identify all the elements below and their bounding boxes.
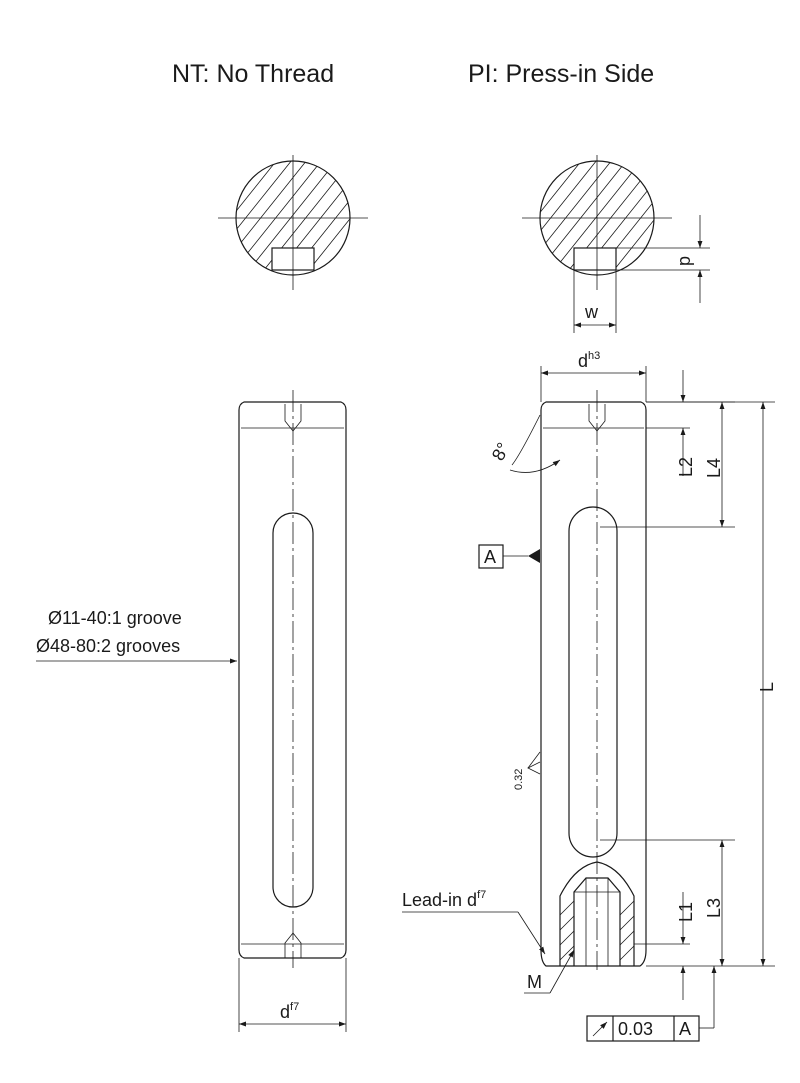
w-dimension: w [573, 270, 617, 333]
w-label: w [584, 302, 599, 322]
top-diameter-dimension: dh3 [540, 350, 647, 402]
groove-note-line2: Ø48-80:2 grooves [36, 636, 180, 656]
L1-label: L1 [676, 902, 696, 922]
L4-dimension: L4 [600, 401, 735, 528]
thread-M-label: M [527, 972, 542, 992]
L-dimension: L [646, 401, 777, 967]
tolerance-value: 0.03 [618, 1019, 653, 1039]
p-dimension: p [616, 215, 710, 303]
datum-A: A [478, 544, 540, 569]
L3-dimension: L3 [600, 839, 735, 966]
groove-note: Ø11-40:1 groove Ø48-80:2 grooves [36, 608, 237, 664]
tolerance-datum: A [679, 1019, 691, 1039]
title-no-thread: NT: No Thread [172, 60, 334, 88]
L2-label: L2 [676, 457, 696, 477]
right-section-hatching [540, 161, 654, 275]
right-cross-section [522, 155, 672, 290]
title-press-in-side: PI: Press-in Side [468, 60, 654, 88]
L1-dimension: L1 [634, 892, 696, 1000]
left-section-hatching [236, 161, 350, 275]
roughness-value: 0.32 [513, 769, 525, 790]
L-label: L [757, 682, 777, 692]
groove-note-line1: Ø11-40:1 groove [48, 608, 182, 628]
lead-in-label: Lead-in df7 [402, 889, 486, 910]
d-f7-label: df7 [280, 1001, 299, 1022]
p-label: p [674, 256, 694, 266]
L4-label: L4 [704, 458, 724, 478]
chamfer-angle: 8° [488, 414, 561, 473]
left-pin-view [238, 390, 347, 968]
left-cross-section [218, 155, 368, 290]
runout-tolerance-frame: 0.03 A [586, 966, 717, 1042]
surface-roughness-symbol: 0.32 [513, 751, 541, 790]
L3-label: L3 [704, 898, 724, 918]
datum-A-label: A [484, 547, 496, 567]
left-diameter-dimension: df7 [238, 958, 347, 1032]
thread-M-note: M [524, 949, 575, 994]
L2-dimension: L2 [646, 370, 696, 477]
angle-label: 8° [488, 439, 514, 464]
lead-in-note: Lead-in df7 [402, 889, 546, 955]
d-h3-label: dh3 [578, 350, 600, 371]
right-pin-view [540, 390, 647, 970]
